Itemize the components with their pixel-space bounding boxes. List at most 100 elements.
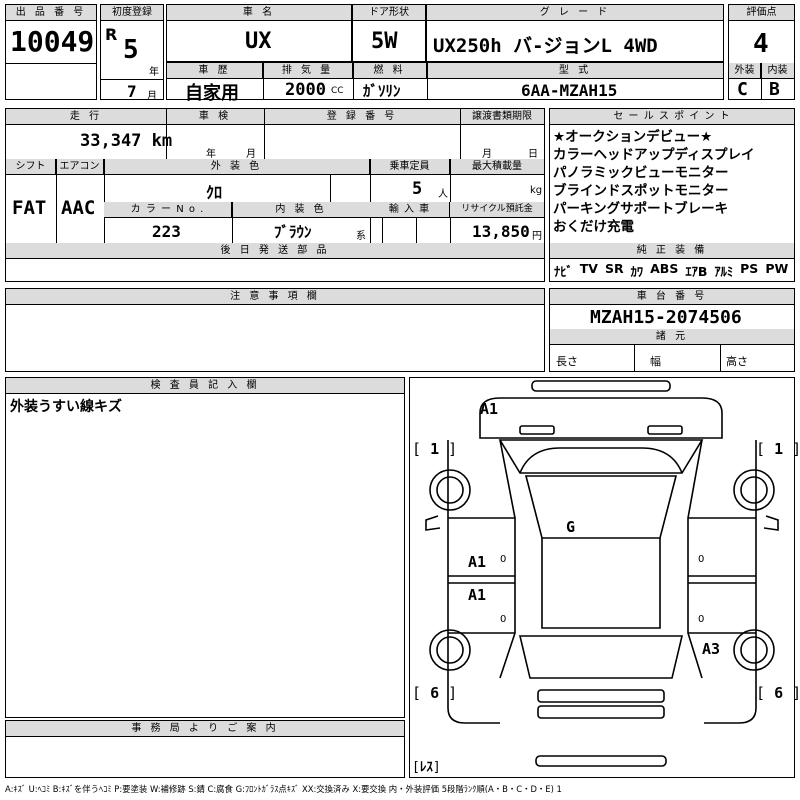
fuel: ｶﾞｿﾘﾝ [363, 82, 401, 100]
score: 4 [753, 29, 769, 59]
chassis-box: 車 台 番 号 MZAH15-2074506 諸 元 長さ 幅 高さ [549, 288, 795, 372]
exterior-grade: C [737, 79, 748, 100]
history-row: 車 歴 排 気 量 燃 料 型 式 自家用 2000 CC ｶﾞｿﾘﾝ 6AA-… [166, 62, 724, 104]
rear-bumper-shape [535, 755, 667, 767]
equipment-item: ﾅﾋﾞ [554, 264, 573, 279]
capacity-unit: 人 [438, 189, 448, 200]
month-unit: 月 [147, 91, 157, 102]
int-color-suffix: 系 [356, 231, 366, 242]
sales-label: セ ー ル ス ポ イ ン ト [550, 109, 794, 125]
inspection-label: 車 検 [166, 109, 264, 125]
legend: A:ｷｽﾞ U:ﾍｺﾐ B:ｷｽﾞを伴うﾍｺﾐ P:要塗装 W:補修跡 S:錆 … [5, 784, 562, 794]
load-unit: kg [530, 185, 543, 196]
front-bumper-mark: A1 [480, 400, 499, 418]
equipment-item: TV [579, 261, 598, 276]
office-box: 事 務 局 よ り ご 案 内 [5, 720, 405, 778]
windshield-inner [519, 447, 683, 474]
exterior-label: 外装 [729, 63, 761, 79]
shift-label: シフト [6, 159, 56, 175]
lot-box: 出 品 番 号 10049 [5, 4, 97, 100]
door-type: 5W [371, 29, 398, 54]
sales-list: ★オークションデビュー★ カラーヘッドアップディスプレイ パノラミックビューモニ… [553, 128, 755, 236]
tire-rl: [ 6 ] [412, 684, 458, 702]
hood-shape [479, 397, 723, 439]
windshield-shape [498, 439, 704, 474]
sales-point: おくだけ充電 [553, 219, 634, 235]
tire-fl: [ 1 ] [412, 440, 458, 458]
tire-rr: [ 6 ] [756, 684, 800, 702]
displacement: 2000 [285, 80, 326, 100]
roof-shape [524, 475, 678, 539]
zero-left-rear: 0 [500, 614, 507, 625]
reg-no-label: 登 録 番 号 [264, 109, 460, 125]
grade-box: グ レ ー ド UX250h バ-ジョンL 4WD [426, 4, 724, 62]
lot-label: 出 品 番 号 [6, 5, 96, 21]
car-name: UX [245, 29, 272, 54]
sales-point: ブラインドスポットモニター [553, 183, 729, 199]
equipment-item: SR [604, 261, 624, 276]
equipment-label: 純 正 装 備 [550, 243, 794, 259]
ext-color: ｸﾛ [206, 183, 223, 202]
interior-label: 内装 [761, 63, 794, 79]
length-label: 長さ [556, 355, 578, 368]
insp-month-unit: 月 [246, 149, 256, 160]
transfer-day-unit: 日 [528, 149, 538, 160]
first-reg-box: 初度登録 R 5 年 7 月 [100, 4, 164, 102]
history-label: 車 歴 [167, 63, 263, 79]
notes-label: 注 意 事 項 欄 [6, 289, 544, 305]
capacity-label: 乗車定員 [370, 159, 450, 175]
reg-month: 7 [127, 82, 137, 101]
zero-right-rear: 0 [698, 614, 705, 625]
equipment-list: ﾅﾋﾞ TV SR ｶﾜ ABS ｴｱB ｱﾙﾐ PS PW [554, 261, 788, 280]
chassis-label: 車 台 番 号 [550, 289, 794, 305]
inspector-box: 検 査 員 記 入 欄 外装うすい線キズ [5, 377, 405, 718]
color-no-label: カ ラ ー N o . [104, 202, 232, 218]
left-body-shape [447, 440, 500, 724]
front-door-mark: A1 [468, 553, 487, 571]
fuel-label: 燃 料 [353, 63, 427, 79]
roof-mark: G [566, 518, 576, 536]
tire-spare: [ﾚｽ] [412, 760, 441, 775]
right-body-shape [704, 440, 757, 724]
recycle-unit: 円 [532, 231, 542, 242]
equipment-item: ｶﾜ [630, 264, 644, 279]
score-box: 評価点 4 外装 内装 C B [728, 4, 795, 100]
equipment-item: ABS [650, 261, 679, 276]
sales-point: パノラミックビューモニター [553, 165, 729, 181]
rear-window-shape [518, 635, 684, 679]
car-name-box: 車 名 UX [166, 4, 352, 62]
equipment-item: ｴｱB [685, 264, 708, 279]
dims-label: 諸 元 [550, 329, 794, 345]
score-label: 評価点 [729, 5, 794, 21]
shift: FAT [12, 197, 47, 219]
color-no: 223 [152, 222, 181, 241]
era: R [105, 25, 118, 44]
sales-point: パーキングサポートブレーキ [553, 201, 729, 217]
displacement-unit: CC [331, 86, 344, 96]
inspector-label: 検 査 員 記 入 欄 [6, 378, 404, 394]
later-parts-label: 後 日 発 送 部 品 [6, 243, 544, 259]
equipment-item: ｱﾙﾐ [714, 264, 734, 279]
specs-block: 走 行 車 検 登 録 番 号 譲渡書類期限 33,347 km 年 月 月 日… [5, 108, 545, 282]
tire-fr: [ 1 ] [756, 440, 800, 458]
rear-door-mark: A1 [468, 586, 487, 604]
equipment-item: PS [740, 261, 759, 276]
recycle-label: リサイクル預託金 [450, 202, 544, 218]
door-label: ドア形状 [353, 5, 425, 21]
import-label: 輸 入 車 [370, 202, 450, 218]
transfer-month-unit: 月 [482, 149, 492, 160]
model: 6AA-MZAH15 [521, 81, 618, 100]
zero-right-front: 0 [698, 554, 705, 565]
int-color: ﾌﾞﾗｳﾝ [274, 223, 312, 241]
reg-year: 5 [123, 35, 139, 65]
year-unit: 年 [149, 67, 159, 78]
car-name-label: 車 名 [167, 5, 351, 21]
sales-points-box: セ ー ル ス ポ イ ン ト ★オークションデビュー★ カラーヘッドアップディ… [549, 108, 795, 282]
mileage-label: 走 行 [6, 109, 166, 125]
notes-box: 注 意 事 項 欄 [5, 288, 545, 372]
model-label: 型 式 [427, 63, 723, 79]
door-box: ドア形状 5W [352, 4, 426, 62]
mileage: 33,347 km [80, 131, 173, 151]
office-label: 事 務 局 よ り ご 案 内 [6, 721, 404, 737]
rear-quarter-mark: A3 [702, 640, 721, 658]
